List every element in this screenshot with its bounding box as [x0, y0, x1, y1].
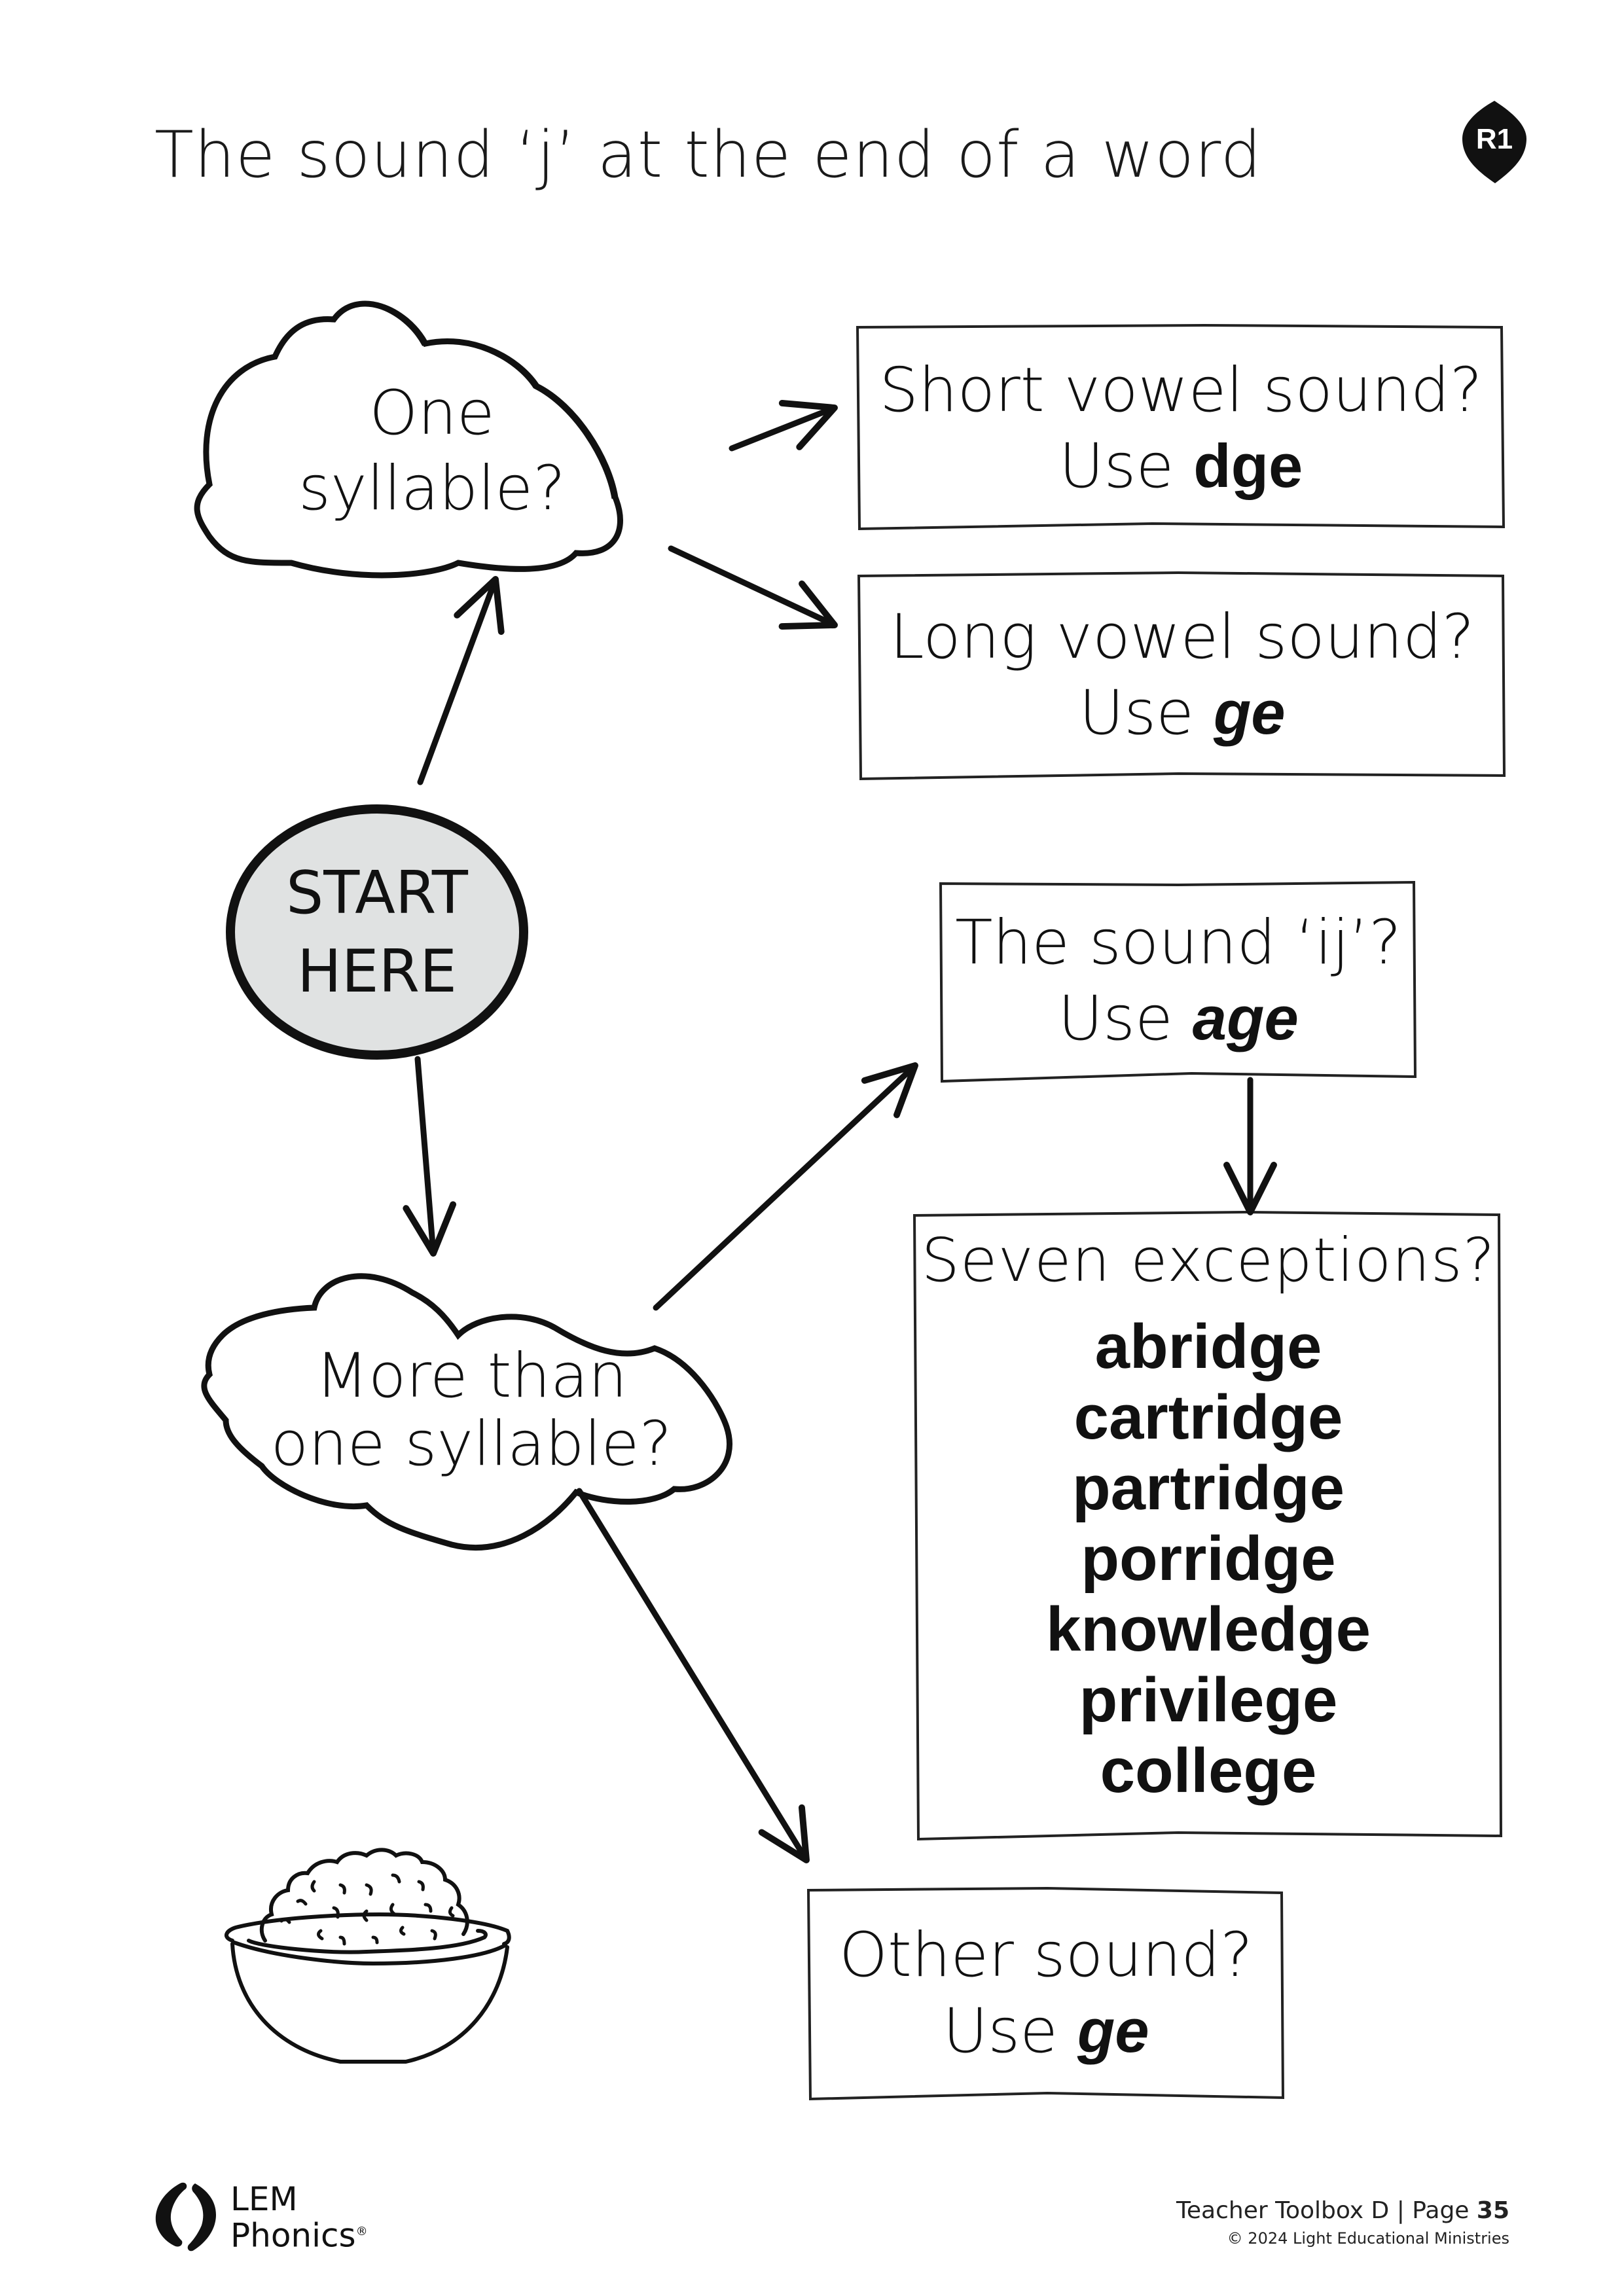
arrow-more-than-one-to-other-sound: [576, 1488, 810, 1863]
start-line1: START: [286, 859, 468, 927]
node-other-sound: Other sound? Use ge: [810, 1892, 1282, 2096]
node-more-than-one-syllable: More than one syllable?: [255, 1335, 687, 1486]
other-sound-question: Other sound?: [839, 1919, 1253, 1991]
other-sound-rule: Use ge: [943, 1994, 1149, 2070]
spelling-dge: dge: [1193, 431, 1303, 500]
box-short-vowel: [856, 323, 1506, 531]
node-short-vowel: Short vowel sound? Use dge: [859, 331, 1503, 527]
short-vowel-question: Short vowel sound?: [879, 354, 1483, 426]
arrow-start-to-one-syllable: [417, 576, 505, 785]
more-than-one-line2: one syllable?: [270, 1408, 672, 1480]
exception-word: porridge: [1081, 1524, 1336, 1594]
short-vowel-prefix: Use: [1058, 430, 1174, 502]
arrow-more-than-one-to-ij: [653, 1062, 918, 1311]
exception-word: knowledge: [1045, 1594, 1371, 1665]
arrow-start-to-more-than-one: [403, 1056, 457, 1257]
box-ij-sound: [939, 880, 1417, 1083]
start-line2: HERE: [297, 937, 457, 1006]
logo-line2: Phonics®: [230, 2215, 368, 2252]
node-long-vowel: Long vowel sound? Use ge: [860, 577, 1504, 774]
arrow-one-syllable-to-short-vowel: [729, 400, 838, 452]
spelling-ge: ge: [1213, 677, 1286, 747]
exception-word: abridge: [1094, 1312, 1322, 1382]
exception-word: cartridge: [1074, 1382, 1343, 1453]
logo-line1: LEM: [230, 2180, 298, 2218]
logo-phonics: Phonics: [230, 2216, 356, 2255]
node-one-syllable: One syllable?: [249, 378, 615, 524]
cloud-more-than-one-syllable: [201, 1273, 732, 1551]
porridge-bowl-icon: [225, 1848, 511, 2064]
ij-sound-rule: Use age: [1058, 981, 1298, 1057]
arrow-one-syllable-to-long-vowel: [668, 545, 838, 630]
exception-word: partridge: [1072, 1453, 1345, 1524]
long-vowel-prefix: Use: [1079, 677, 1194, 749]
resource-badge: R1: [1475, 122, 1513, 155]
more-than-one-line1: More than: [315, 1340, 628, 1412]
copyright: © 2024 Light Educational Ministries: [1227, 2229, 1509, 2248]
node-ij-sound: The sound ‘ij’? Use age: [942, 884, 1415, 1079]
spelling-age: age: [1192, 983, 1299, 1052]
ij-sound-question: The sound ‘ij’?: [955, 906, 1401, 978]
footer-info: Teacher Toolbox D | Page 35 © 2024 Light…: [1176, 2197, 1509, 2248]
footer-logo: LEM Phonics®: [230, 2183, 368, 2252]
page-title: The sound ‘j’ at the end of a word: [154, 118, 1262, 192]
node-exceptions: Seven exceptions? abridge cartridge part…: [916, 1224, 1500, 1833]
other-sound-prefix: Use: [943, 1995, 1058, 2067]
one-syllable-label: One syllable?: [298, 378, 566, 524]
spelling-ge-other: ge: [1077, 1996, 1149, 2065]
book-title: Teacher Toolbox D | Page: [1176, 2197, 1477, 2224]
box-long-vowel: [857, 571, 1506, 781]
footer-page-label: Teacher Toolbox D | Page 35: [1176, 2197, 1509, 2224]
short-vowel-rule: Use dge: [1059, 429, 1303, 505]
lem-phonics-logo-icon: [155, 2182, 216, 2251]
registered-mark: ®: [355, 2225, 368, 2238]
exceptions-heading: Seven exceptions?: [921, 1225, 1496, 1295]
badge-r1-shape: [1462, 101, 1526, 183]
long-vowel-rule: Use ge: [1079, 675, 1285, 751]
long-vowel-question: Long vowel sound?: [890, 601, 1475, 673]
ij-sound-prefix: Use: [1058, 982, 1173, 1054]
exception-word: college: [1100, 1736, 1317, 1806]
exception-word: privilege: [1079, 1665, 1338, 1736]
page-number: 35: [1476, 2197, 1509, 2224]
box-other-sound: [806, 1886, 1285, 2101]
start-circle: [226, 804, 528, 1060]
node-start-here: START HERE: [249, 851, 505, 1014]
